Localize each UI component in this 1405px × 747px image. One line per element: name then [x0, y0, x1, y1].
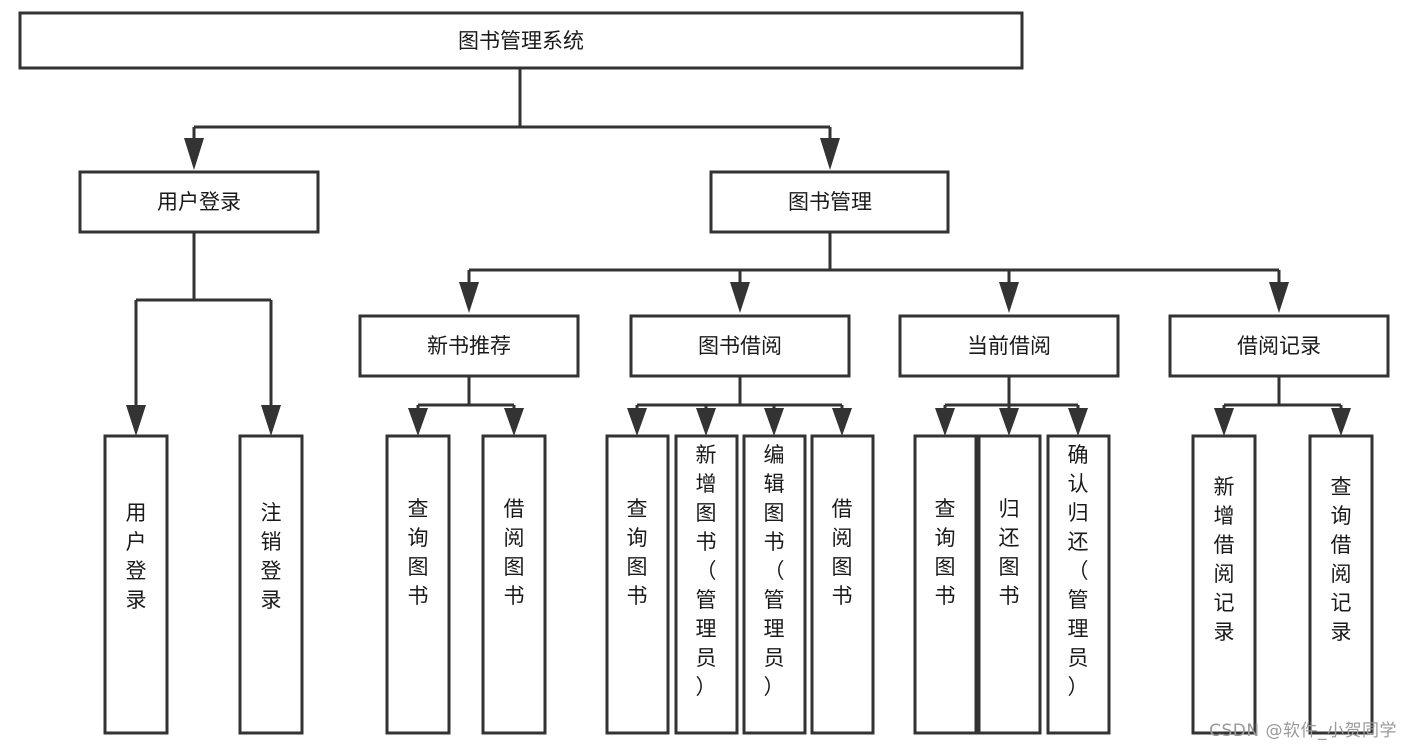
leaf-confirm-return-admin-box[interactable] — [1046, 434, 1111, 735]
node-root[interactable]: 图书管理系统 — [18, 11, 1024, 70]
node-current-borrow-box[interactable] — [898, 314, 1120, 378]
leaf-node-borrow-book-1[interactable]: 借阅图书 — [481, 434, 547, 735]
arrowhead-borrow-record — [1269, 282, 1289, 313]
leaf-node-query-borrow-record[interactable]: 查询借阅记录 — [1308, 434, 1374, 735]
leaf-node-return-book[interactable]: 归还图书 — [977, 434, 1042, 735]
edge-group-new-book-recommend-to-leaves — [408, 377, 524, 436]
node-root-label: 图书管理系统 — [458, 29, 584, 53]
arrowhead-leaf-query-book-3 — [935, 408, 955, 436]
node-new-book-recommend-box[interactable] — [358, 314, 580, 378]
leaf-query-book-1-label: 查询图书 — [408, 497, 429, 608]
node-book-manage-box[interactable] — [709, 170, 950, 234]
arrowhead-leaf-query-borrow-record — [1331, 408, 1351, 436]
edge-group-book-manage-to-level2 — [459, 232, 1289, 313]
edge-group-user-login-to-leaves — [126, 232, 281, 436]
arrowhead-book-manage — [820, 138, 840, 170]
leaf-query-borrow-record-box[interactable] — [1308, 434, 1374, 735]
leaf-query-book-2-box[interactable] — [605, 434, 670, 735]
arrowhead-book-borrow — [730, 282, 750, 313]
leaf-confirm-return-admin-label: 确认归还（管理员） — [1068, 443, 1089, 699]
arrowhead-new-book-recommend — [459, 282, 479, 313]
edge-group-book-borrow-to-leaves — [627, 377, 852, 436]
leaf-borrow-book-1-label: 借阅图书 — [504, 497, 525, 608]
arrowhead-leaf-borrow-book-2 — [832, 408, 852, 436]
node-root-box[interactable] — [18, 11, 1024, 70]
node-book-borrow-label: 图书借阅 — [698, 334, 782, 358]
arrowhead-leaf-user-logout — [261, 405, 281, 436]
arrowhead-leaf-borrow-book-1 — [504, 408, 524, 436]
arrowhead-current-borrow — [999, 282, 1019, 313]
node-book-borrow[interactable]: 图书借阅 — [629, 314, 851, 378]
leaf-node-query-book-1[interactable]: 查询图书 — [385, 434, 451, 735]
leaf-node-add-borrow-record[interactable]: 新增借阅记录 — [1191, 434, 1257, 735]
leaf-node-query-book-2[interactable]: 查询图书 — [605, 434, 670, 735]
node-current-borrow-label: 当前借阅 — [967, 334, 1051, 358]
node-borrow-record-box[interactable] — [1168, 314, 1390, 378]
leaf-user-logout-label: 注销登录 — [261, 501, 282, 612]
node-new-book-recommend-label: 新书推荐 — [427, 334, 511, 358]
node-borrow-record-label: 借阅记录 — [1237, 334, 1321, 358]
node-user-login-box[interactable] — [78, 170, 320, 234]
leaf-query-book-1-box[interactable] — [385, 434, 451, 735]
node-current-borrow[interactable]: 当前借阅 — [898, 314, 1120, 378]
edge-group-root-to-level1 — [184, 68, 840, 170]
leaf-node-user-login[interactable]: 用户登录 — [103, 434, 169, 735]
leaf-borrow-book-1-box[interactable] — [481, 434, 547, 735]
leaf-query-book-3-box[interactable] — [913, 434, 978, 735]
node-book-borrow-box[interactable] — [629, 314, 851, 378]
leaf-add-book-admin-box[interactable] — [674, 434, 739, 735]
leaf-query-book-2-label: 查询图书 — [627, 497, 648, 608]
arrowhead-leaf-user-login — [126, 405, 146, 436]
arrowhead-leaf-add-borrow-record — [1214, 408, 1234, 436]
leaf-node-borrow-book-2[interactable]: 借阅图书 — [810, 434, 875, 735]
node-user-login[interactable]: 用户登录 — [78, 170, 320, 234]
leaf-borrow-book-2-label: 借阅图书 — [832, 497, 853, 608]
node-new-book-recommend[interactable]: 新书推荐 — [358, 314, 580, 378]
edge-group-borrow-record-to-leaves — [1214, 377, 1351, 436]
leaf-add-borrow-record-box[interactable] — [1191, 434, 1257, 735]
leaf-node-query-book-3[interactable]: 查询图书 — [913, 434, 978, 735]
leaf-query-borrow-record-label: 查询借阅记录 — [1331, 475, 1352, 644]
leaf-borrow-book-2-box[interactable] — [810, 434, 875, 735]
leaf-user-logout-box[interactable] — [238, 434, 304, 735]
arrowhead-leaf-query-book-2 — [627, 408, 647, 436]
node-user-login-label: 用户登录 — [157, 190, 241, 214]
leaf-node-edit-book-admin[interactable]: 编辑图书（管理员） — [742, 434, 807, 735]
leaf-node-add-book-admin[interactable]: 新增图书（管理员） — [674, 434, 739, 735]
csdn-watermark: CSDN @软件_小贺同学 — [1209, 721, 1397, 741]
leaf-edit-book-admin-label: 编辑图书（管理员） — [764, 443, 785, 699]
leaf-query-book-3-label: 查询图书 — [935, 497, 956, 608]
node-book-manage[interactable]: 图书管理 — [709, 170, 950, 234]
arrowhead-leaf-return-book — [999, 408, 1019, 436]
arrowhead-leaf-confirm-return-admin — [1068, 408, 1088, 436]
arrowhead-user-login — [184, 138, 204, 170]
leaf-add-book-admin-label: 新增图书（管理员） — [696, 443, 717, 699]
arrowhead-leaf-add-book-admin — [696, 408, 716, 436]
arrowhead-leaf-query-book-1 — [408, 408, 428, 436]
arrowhead-leaf-edit-book-admin — [764, 408, 784, 436]
leaf-edit-book-admin-box[interactable] — [742, 434, 807, 735]
leaf-add-borrow-record-label: 新增借阅记录 — [1214, 475, 1235, 644]
leaf-user-login-box[interactable] — [103, 434, 169, 735]
node-borrow-record[interactable]: 借阅记录 — [1168, 314, 1390, 378]
node-book-manage-label: 图书管理 — [788, 190, 872, 214]
edge-group-current-borrow-to-leaves — [935, 377, 1088, 436]
leaf-return-book-box[interactable] — [977, 434, 1042, 735]
leaf-return-book-label: 归还图书 — [999, 497, 1020, 608]
leaf-node-confirm-return-admin[interactable]: 确认归还（管理员） — [1046, 434, 1111, 735]
leaf-user-login-label: 用户登录 — [126, 501, 147, 612]
leaf-node-user-logout[interactable]: 注销登录 — [238, 434, 304, 735]
